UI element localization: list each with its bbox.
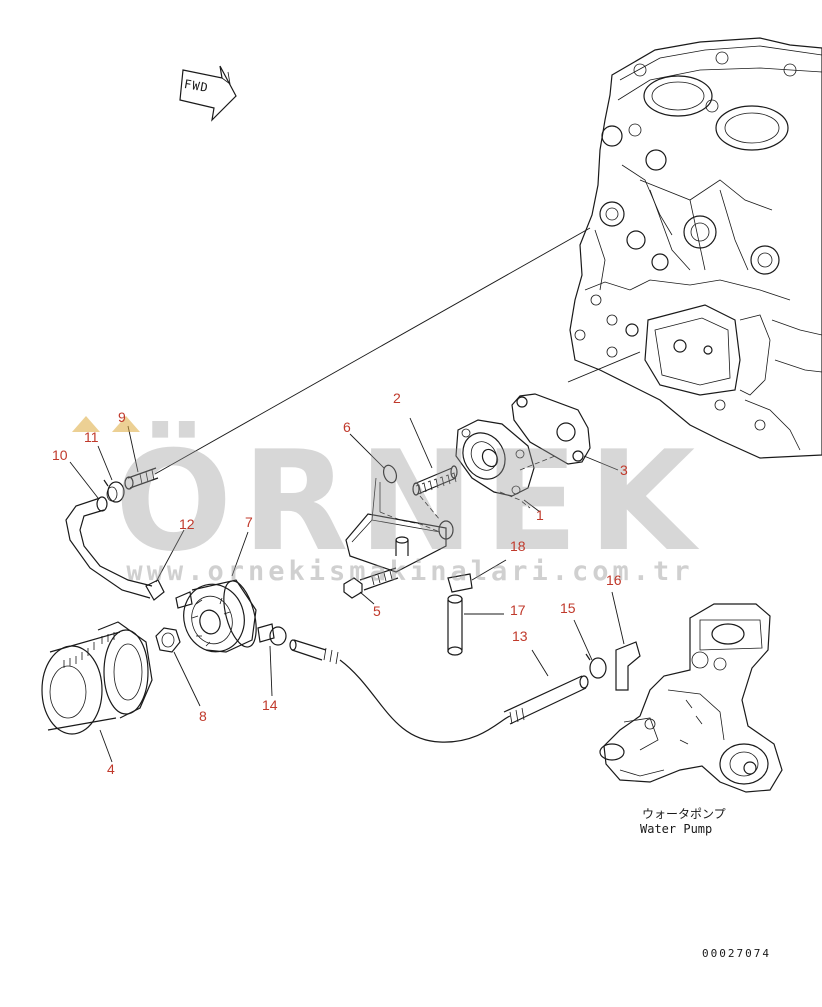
hose-part-10 xyxy=(65,461,153,599)
cooler-head-part-1 xyxy=(455,419,556,513)
leader-line-block-to-pipe xyxy=(154,227,591,475)
water-pump xyxy=(599,603,783,793)
clamp-part-11 xyxy=(97,445,125,503)
elbow-part-16 xyxy=(611,591,641,691)
water-pump-label-en: Water Pump xyxy=(640,822,713,836)
engine-block xyxy=(569,37,822,459)
pipe-part-9 xyxy=(124,425,159,490)
drawing-number: 00027074 xyxy=(702,947,771,960)
water-pump-label-jp: ウォータポンプ xyxy=(642,807,726,821)
callout-10[interactable]: 10 xyxy=(52,447,68,463)
callout-9[interactable]: 9 xyxy=(118,409,126,425)
spring-part-2 xyxy=(409,417,458,496)
bolt-part-5 xyxy=(343,567,399,605)
callout-18[interactable]: 18 xyxy=(510,538,526,554)
valve-bracket-part-6 xyxy=(345,433,454,573)
callout-15[interactable]: 15 xyxy=(560,600,576,616)
callout-17[interactable]: 17 xyxy=(510,602,526,618)
clamp-part-15 xyxy=(573,619,607,679)
callout-1[interactable]: 1 xyxy=(536,507,544,523)
callout-13[interactable]: 13 xyxy=(512,628,528,644)
callout-12[interactable]: 12 xyxy=(179,516,195,532)
oil-cooler-part-7 xyxy=(175,531,257,653)
fitting-part-14 xyxy=(257,623,287,697)
callout-11[interactable]: 11 xyxy=(84,429,99,445)
callout-7[interactable]: 7 xyxy=(245,514,253,530)
connector-part-18 xyxy=(447,559,507,593)
gasket-part-3 xyxy=(511,351,641,471)
hose-part-17 xyxy=(447,594,504,656)
nut-part-8 xyxy=(155,627,201,707)
callout-6[interactable]: 6 xyxy=(343,419,351,435)
fwd-arrow-icon xyxy=(179,65,237,122)
callout-4[interactable]: 4 xyxy=(107,761,115,777)
callout-8[interactable]: 8 xyxy=(199,708,207,724)
oil-filter-part-4 xyxy=(41,621,153,763)
callout-3[interactable]: 3 xyxy=(620,462,628,478)
hose-part-13 xyxy=(289,639,589,743)
callout-14[interactable]: 14 xyxy=(262,697,278,713)
watermark-url: www.ornekismakinalari.com.tr xyxy=(126,556,694,587)
watermark-accent-icon xyxy=(72,416,140,432)
callout-5[interactable]: 5 xyxy=(373,603,381,619)
callout-2[interactable]: 2 xyxy=(393,390,401,406)
watermark-brand: ÖRNEK xyxy=(114,421,706,582)
clamp-part-12 xyxy=(145,529,185,601)
callout-16[interactable]: 16 xyxy=(606,572,622,588)
